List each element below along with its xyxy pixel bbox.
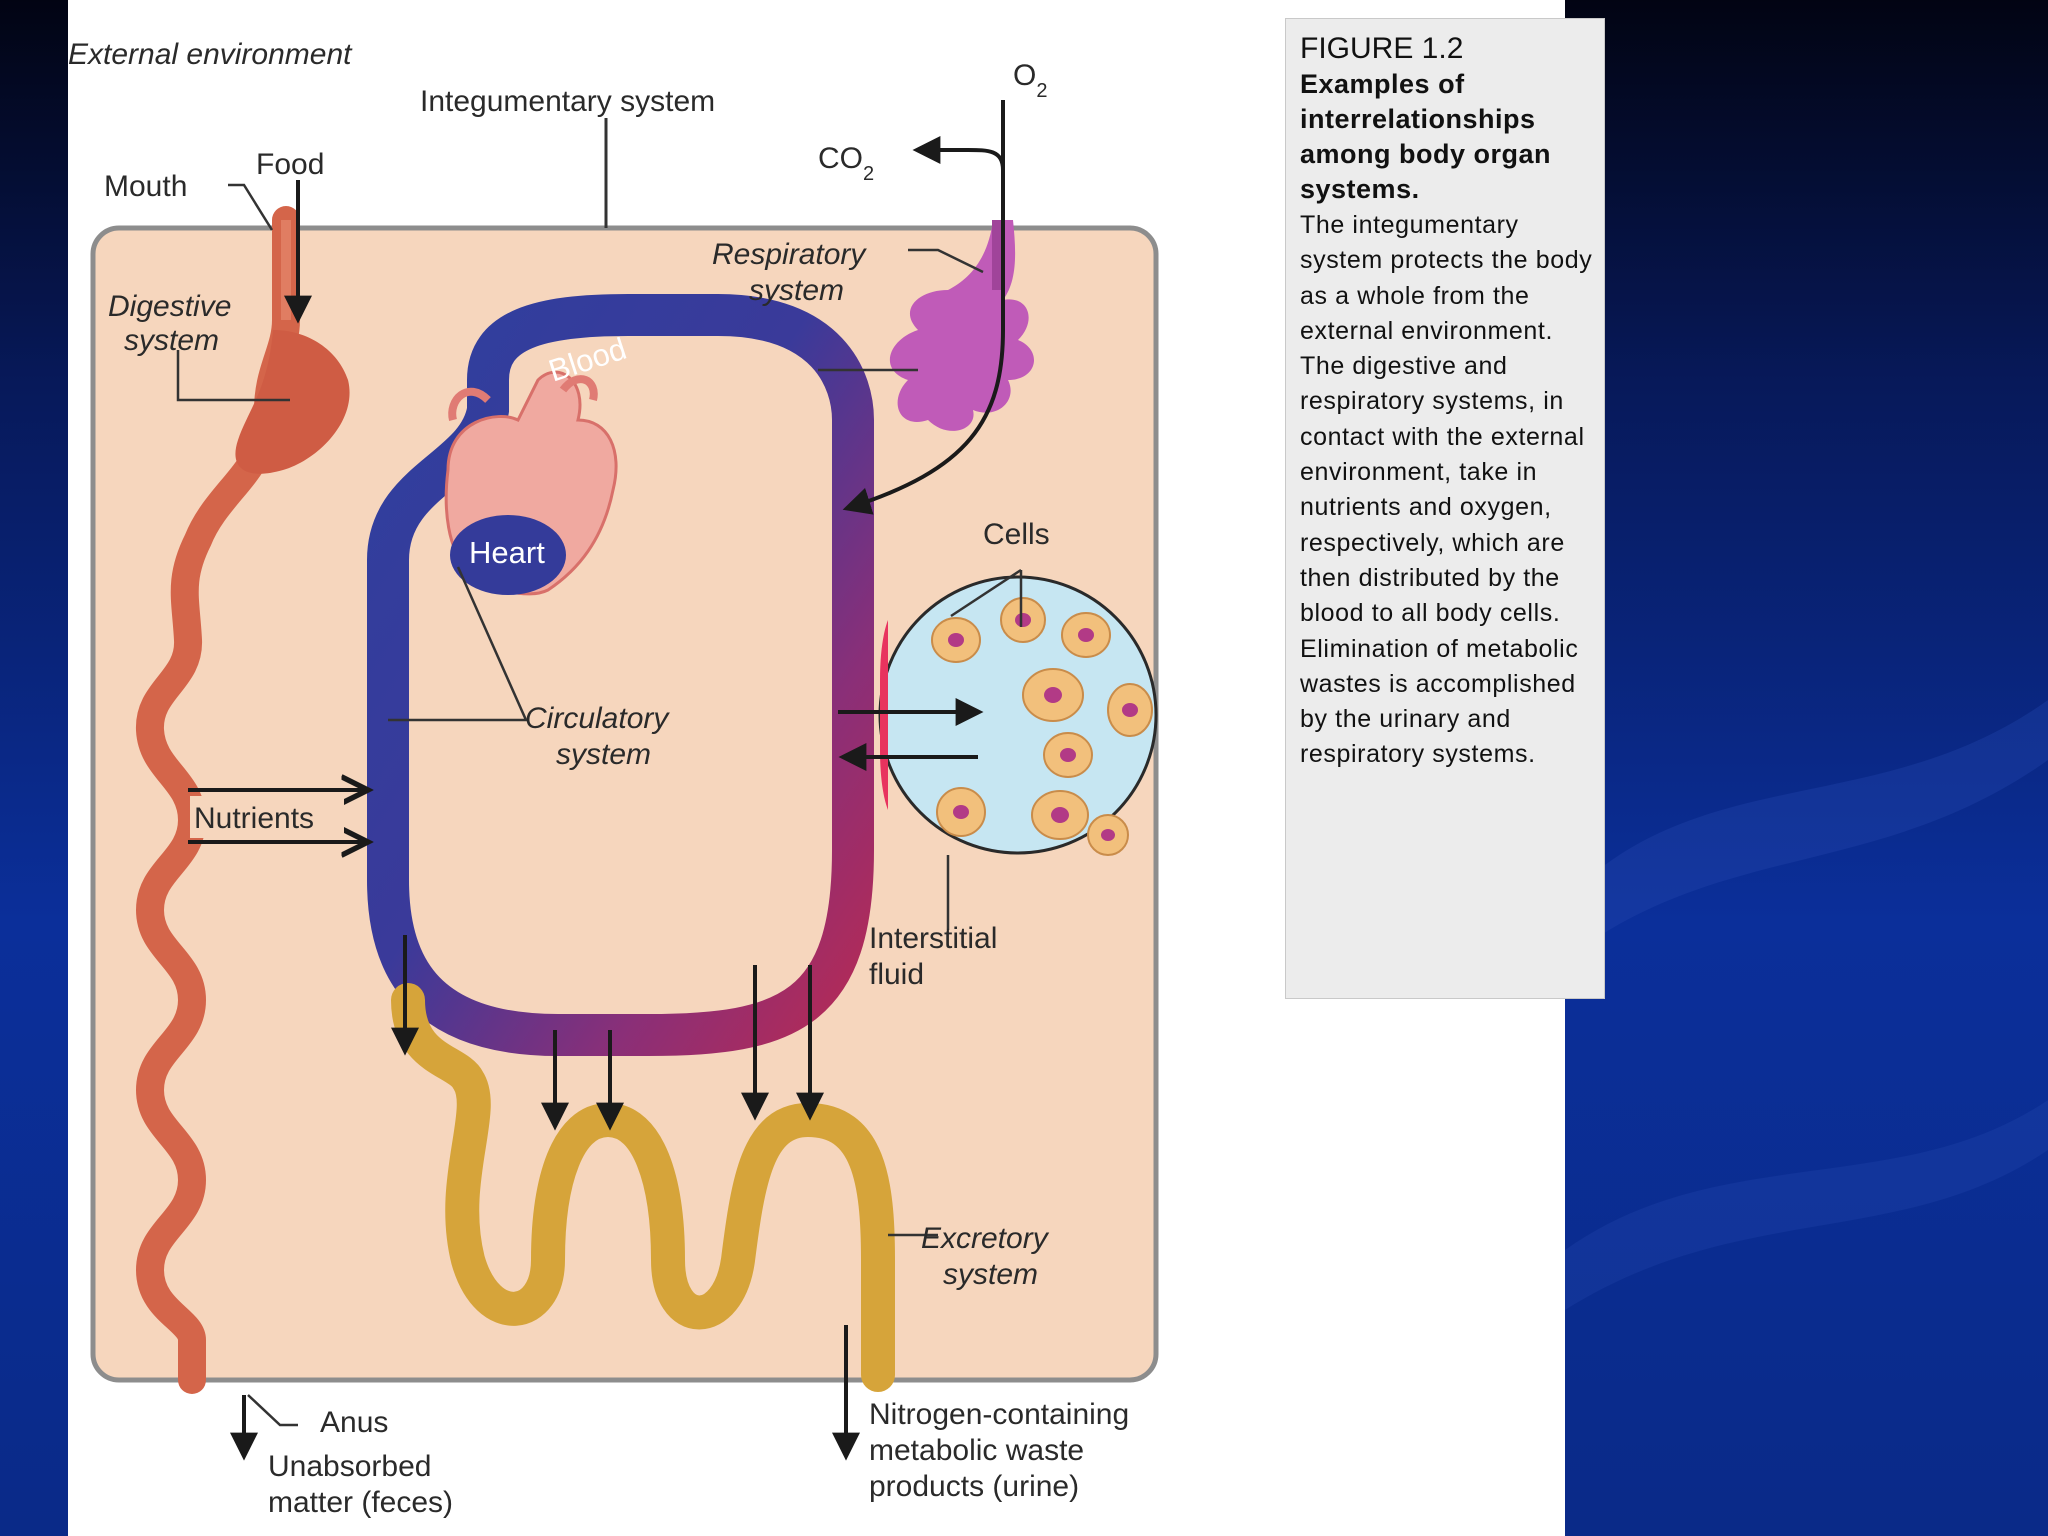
label-digestive-system-line1: Digestive	[108, 290, 231, 323]
label-external-environment: External environment	[68, 38, 353, 71]
label-heart: Heart	[469, 535, 545, 570]
label-unabsorbed-line2: matter (feces)	[268, 1486, 453, 1519]
label-o2: O2	[1013, 59, 1047, 102]
label-respiratory-system-line1: Respiratory	[712, 238, 867, 271]
label-excretory-system-line2: system	[943, 1258, 1038, 1291]
label-food: Food	[256, 148, 324, 181]
label-mouth: Mouth	[104, 170, 187, 203]
figure-caption: FIGURE 1.2 Examples of interrelationship…	[1285, 18, 1605, 999]
label-cells: Cells	[983, 518, 1050, 551]
label-circulatory-system-line1: Circulatory	[525, 702, 670, 735]
caption-figure-number: FIGURE 1.2	[1300, 31, 1594, 67]
label-circulatory-system-line2: system	[556, 738, 651, 771]
label-integumentary-system: Integumentary system	[420, 85, 715, 118]
label-respiratory-system-line2: system	[749, 274, 844, 307]
label-interstitial-fluid-line1: Interstitial	[869, 922, 997, 955]
figure-panel: External environment Integumentary syste…	[68, 0, 1565, 1536]
label-co2: CO2	[818, 142, 874, 185]
label-digestive-system-line2: system	[124, 324, 219, 357]
caption-title: Examples of interrelationships among bod…	[1300, 67, 1594, 207]
label-interstitial-fluid-line2: fluid	[869, 958, 924, 991]
label-unabsorbed-line1: Unabsorbed	[268, 1450, 431, 1483]
label-excretory-system-line1: Excretory	[921, 1222, 1050, 1255]
label-nutrients: Nutrients	[194, 802, 314, 835]
label-nitrogen-line2: metabolic waste	[869, 1434, 1084, 1467]
label-anus: Anus	[320, 1406, 388, 1439]
caption-body: The integumentary system protects the bo…	[1300, 208, 1594, 773]
label-nitrogen-line3: products (urine)	[869, 1470, 1079, 1503]
label-nitrogen-line1: Nitrogen-containing	[869, 1398, 1129, 1431]
